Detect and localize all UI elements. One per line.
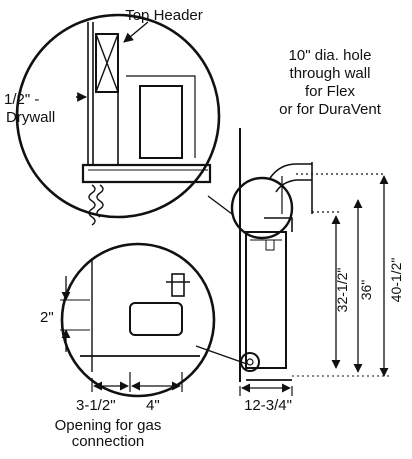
top-detail-circle bbox=[15, 13, 221, 226]
bottom-detail-circle bbox=[60, 242, 216, 398]
top-header-label: Top Header bbox=[125, 7, 203, 24]
hole-note-line-2: through wall bbox=[290, 65, 371, 82]
dim-32-5-label: 32-1/2" bbox=[334, 268, 350, 313]
detail-leader-line bbox=[195, 345, 248, 365]
drywall-dimension-label: 1/2" - bbox=[4, 91, 39, 108]
dim-2-label: 2" bbox=[40, 309, 54, 326]
hole-note-line-4: or for DuraVent bbox=[279, 101, 382, 118]
dim-12-75-label: 12-3/4" bbox=[244, 397, 292, 414]
hole-note-line-3: for Flex bbox=[305, 83, 356, 100]
dim-36-label: 36" bbox=[358, 280, 374, 301]
gas-opening-dimensions bbox=[60, 276, 183, 392]
dim-3-5-label: 3-1/2" bbox=[76, 397, 116, 414]
dim-40-5-label: 40-1/2" bbox=[388, 258, 404, 303]
drywall-label: Drywall bbox=[6, 109, 55, 126]
top-leader-line bbox=[207, 195, 233, 215]
opening-note-line-2: connection bbox=[72, 433, 145, 450]
opening-note-line-1: Opening for gas bbox=[55, 417, 162, 434]
dimension-lines bbox=[239, 175, 392, 396]
top-header-arrow bbox=[123, 21, 149, 43]
dim-4-label: 4" bbox=[146, 397, 160, 414]
unit-elevation bbox=[230, 128, 386, 382]
hole-note-line-1: 10" dia. hole bbox=[289, 47, 372, 64]
